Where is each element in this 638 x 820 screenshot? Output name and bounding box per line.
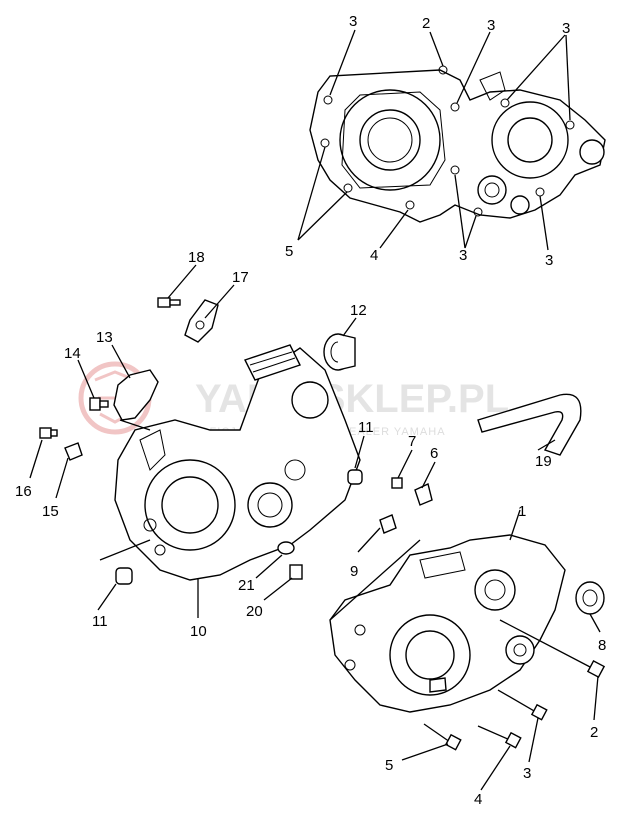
callout-17: 17 — [232, 269, 249, 286]
part-15-clip — [64, 442, 83, 461]
part-18-bolt — [157, 297, 181, 308]
callout-18: 18 — [188, 249, 205, 266]
callout-1: 1 — [518, 503, 526, 520]
callout-13: 13 — [96, 329, 113, 346]
callout-4-top: 4 — [370, 247, 378, 264]
callout-14: 14 — [64, 345, 81, 362]
callout-5-top: 5 — [285, 243, 293, 260]
part-21-seal — [277, 541, 295, 555]
part-14-bolt — [89, 397, 109, 411]
lower-leader-lines — [29, 264, 601, 791]
callout-10: 10 — [190, 623, 207, 640]
callout-3-top-mid: 3 — [487, 17, 495, 34]
callout-19: 19 — [535, 453, 552, 470]
callout-6: 6 — [430, 445, 438, 462]
callout-2: 2 — [590, 724, 598, 741]
callout-5: 5 — [385, 757, 393, 774]
part-7-screw — [391, 477, 403, 489]
right-crankcase-half — [329, 534, 566, 713]
callout-3-top-right: 3 — [562, 20, 570, 37]
part-13-plate — [113, 369, 159, 421]
callout-11-lower: 11 — [92, 613, 108, 630]
callout-2-top: 2 — [422, 15, 430, 32]
callout-16: 16 — [15, 483, 32, 500]
part-6-bracket — [414, 483, 433, 506]
top-leader-lines — [297, 29, 571, 251]
callout-3-bottom-mid: 3 — [459, 247, 467, 264]
part-12-bushing — [323, 333, 356, 371]
part-11-dowel-upper — [347, 469, 363, 485]
callout-11-upper: 11 — [358, 419, 374, 436]
callout-15: 15 — [42, 503, 59, 520]
callout-7: 7 — [408, 433, 416, 450]
callout-8: 8 — [598, 637, 606, 654]
part-17-bracket — [184, 299, 219, 343]
part-2-long-bolt — [499, 619, 606, 679]
callout-21: 21 — [238, 577, 255, 594]
left-crankcase-half — [114, 344, 361, 581]
part-4-bolt — [477, 725, 522, 749]
part-8-bushing — [575, 581, 605, 615]
part-3-bolt — [497, 689, 548, 721]
watermark-brand: YAMA SKLEP.PL — [195, 377, 509, 421]
callout-12: 12 — [350, 302, 367, 319]
callout-3-bottom-right: 3 — [545, 252, 553, 269]
callout-20: 20 — [246, 603, 263, 620]
callout-labels: 3 2 3 3 5 4 3 3 18 17 12 13 14 16 15 11 … — [15, 13, 606, 808]
part-20-plug — [289, 564, 303, 580]
part-16-bolt — [39, 427, 58, 439]
part-19-breather-hose — [477, 393, 582, 456]
part-9-clip — [379, 514, 397, 534]
callout-4: 4 — [474, 791, 482, 808]
callout-3-top-left: 3 — [349, 13, 357, 30]
top-crankcase-assembly — [309, 65, 606, 223]
part-5-bolt — [423, 723, 462, 751]
callout-3: 3 — [523, 765, 531, 782]
part-11-dowel-lower — [115, 567, 133, 585]
callout-9: 9 — [350, 563, 358, 580]
